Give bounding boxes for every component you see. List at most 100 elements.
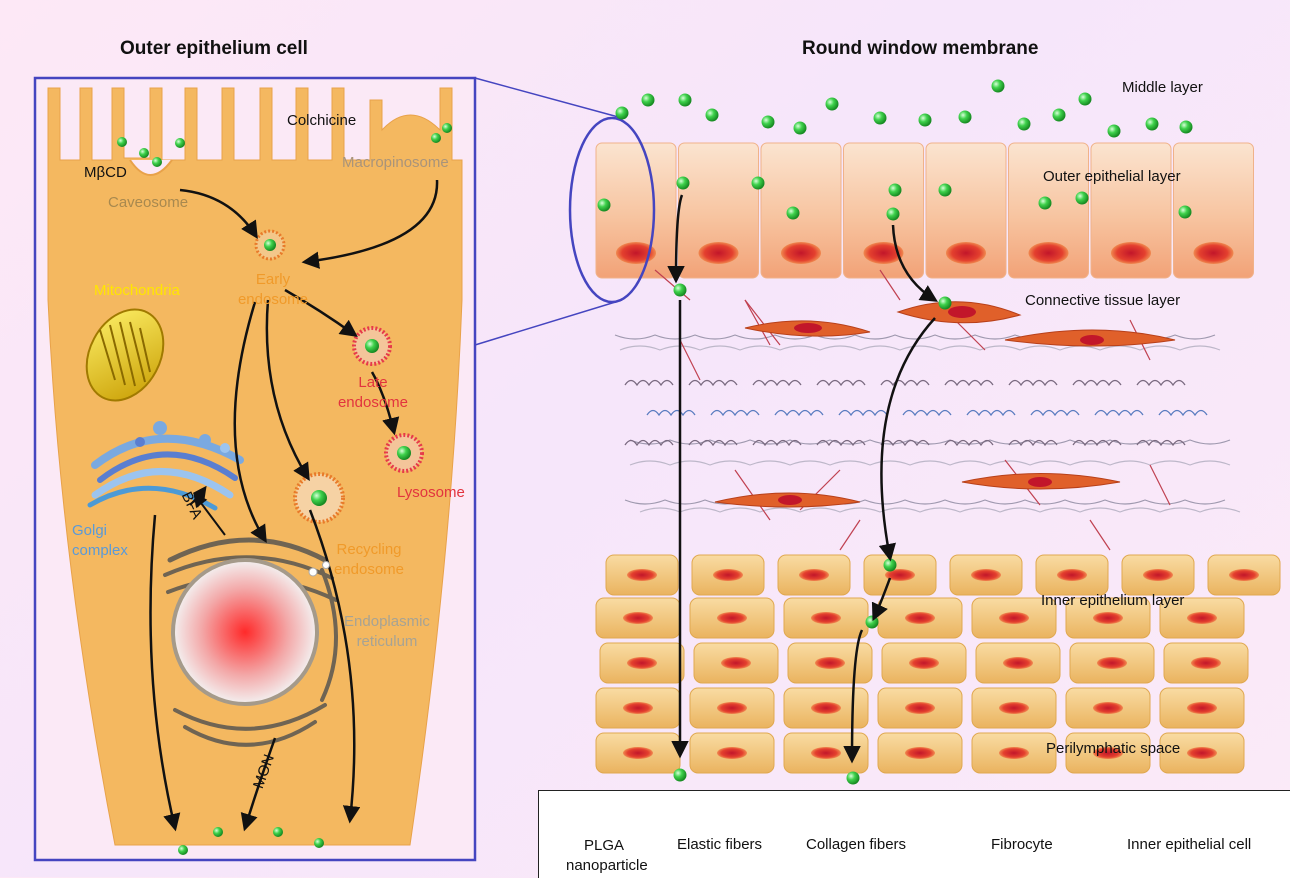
nanoparticle	[1180, 121, 1193, 134]
late-endosome-organelle	[354, 328, 390, 364]
zoom-line-bottom	[475, 300, 622, 345]
outer-cell-nucleus	[946, 242, 986, 264]
nanoparticle	[762, 116, 775, 129]
inner-cell-nucleus	[811, 702, 841, 714]
nanoparticle	[1179, 206, 1192, 219]
elastic-fiber	[945, 381, 993, 386]
nanoparticle	[674, 284, 687, 297]
golgi-line-2: complex	[72, 541, 142, 561]
inner-cell-nucleus	[815, 657, 845, 669]
inner-cell-nucleus	[713, 569, 743, 581]
elastic-fiber	[945, 441, 993, 446]
nanoparticle	[887, 208, 900, 221]
er-label: Endoplasmic reticulum	[337, 612, 437, 652]
macropinosome-label: Macropinosome	[342, 154, 449, 171]
elastic-fiber	[625, 441, 673, 446]
nanoparticle	[1076, 192, 1089, 205]
elastic-fiber	[625, 381, 673, 386]
nanoparticle	[1039, 197, 1052, 210]
inner-cell-nucleus	[999, 612, 1029, 624]
early-endosome-line-1: Early	[236, 270, 310, 290]
inner-cell-nucleus	[999, 702, 1029, 714]
cell-nucleus	[173, 560, 317, 704]
connective-tissue-layer-label: Connective tissue layer	[1025, 292, 1180, 309]
nanoparticle	[787, 207, 800, 220]
legend-fibrocyte-label: Fibrocyte	[991, 836, 1053, 853]
inner-cell-nucleus	[623, 747, 653, 759]
late-endosome-line-1: Late	[336, 373, 410, 393]
legend-nanoparticle-label: PLGA nanoparticle	[566, 836, 642, 876]
zoom-line-top	[475, 78, 622, 118]
elastic-fiber	[647, 411, 695, 416]
inner-cell-nucleus	[1143, 569, 1173, 581]
mbcd-label: MβCD	[84, 164, 127, 181]
nanoparticle	[752, 177, 765, 190]
nanoparticle	[674, 769, 687, 782]
nanoparticle	[992, 80, 1005, 93]
inner-cell-nucleus	[627, 657, 657, 669]
elastic-fiber	[753, 381, 801, 386]
inner-cell-nucleus	[623, 612, 653, 624]
recycling-line-1: Recycling	[324, 540, 414, 560]
collagen-strand	[620, 346, 1220, 350]
legend-elastic-label: Elastic fibers	[677, 836, 762, 853]
nanoparticle	[616, 107, 629, 120]
outer-cell-nucleus	[1029, 242, 1069, 264]
er-line-1: Endoplasmic	[337, 612, 437, 632]
elastic-fiber	[711, 411, 759, 416]
inner-epithelium-layer-label: Inner epithelium layer	[1041, 592, 1184, 609]
lysosome-label: Lysosome	[397, 484, 465, 501]
elastic-fiber	[689, 381, 737, 386]
elastic-fiber	[967, 411, 1015, 416]
elastic-fiber	[817, 381, 865, 386]
inner-cell-nucleus	[1187, 747, 1217, 759]
nanoparticle	[642, 94, 655, 107]
nanoparticle	[1053, 109, 1066, 122]
outer-cell-nucleus	[699, 242, 739, 264]
round-window-membrane-panel	[570, 80, 1280, 785]
elastic-fiber	[1137, 381, 1185, 386]
collagen-cross	[1090, 520, 1110, 550]
legend-nanoparticle-line-1: PLGA	[566, 836, 642, 856]
golgi-label: Golgi complex	[72, 521, 142, 561]
inner-cell-nucleus	[1093, 702, 1123, 714]
legend-box	[538, 790, 1290, 878]
mitochondria-label: Mitochondria	[94, 282, 180, 299]
nanoparticle	[794, 122, 807, 135]
nanoparticle	[874, 112, 887, 125]
inner-cell-nucleus	[1187, 612, 1217, 624]
left-title: Outer epithelium cell	[120, 38, 308, 60]
inner-cell-nucleus	[905, 612, 935, 624]
inner-cell-nucleus	[627, 569, 657, 581]
inner-cell-nucleus	[1097, 657, 1127, 669]
recycling-line-2: endosome	[324, 560, 414, 580]
elastic-fiber	[1009, 381, 1057, 386]
elastic-fiber	[881, 381, 929, 386]
right-title: Round window membrane	[802, 38, 1038, 60]
inner-cell-nucleus	[623, 702, 653, 714]
inner-cell-nucleus	[909, 657, 939, 669]
collagen-cross	[680, 340, 700, 380]
nanoparticle	[1108, 125, 1121, 138]
elastic-fiber	[1095, 411, 1143, 416]
inner-cell-nucleus	[1191, 657, 1221, 669]
inner-cell-nucleus	[999, 747, 1029, 759]
outer-cell-nucleus	[1194, 242, 1234, 264]
early-endosome-label: Early endosome	[236, 270, 310, 310]
nanoparticle	[939, 297, 952, 310]
fibrocytes	[715, 302, 1175, 507]
elastic-fiber	[775, 411, 823, 416]
inner-cell-nucleus	[1229, 569, 1259, 581]
inner-cell-nucleus	[1057, 569, 1087, 581]
outer-epithelial-layer-label: Outer epithelial layer	[1043, 168, 1181, 185]
outer-cell-nucleus	[781, 242, 821, 264]
collagen-cross	[840, 520, 860, 550]
recycling-endosome-label: Recycling endosome	[324, 540, 414, 580]
nanoparticle	[1018, 118, 1031, 131]
nanoparticle	[1146, 118, 1159, 131]
inner-cell-nucleus	[971, 569, 1001, 581]
elastic-fiber	[1031, 411, 1079, 416]
inner-cell-nucleus	[717, 747, 747, 759]
inner-cell-nucleus	[905, 702, 935, 714]
inner-cell-nucleus	[1003, 657, 1033, 669]
